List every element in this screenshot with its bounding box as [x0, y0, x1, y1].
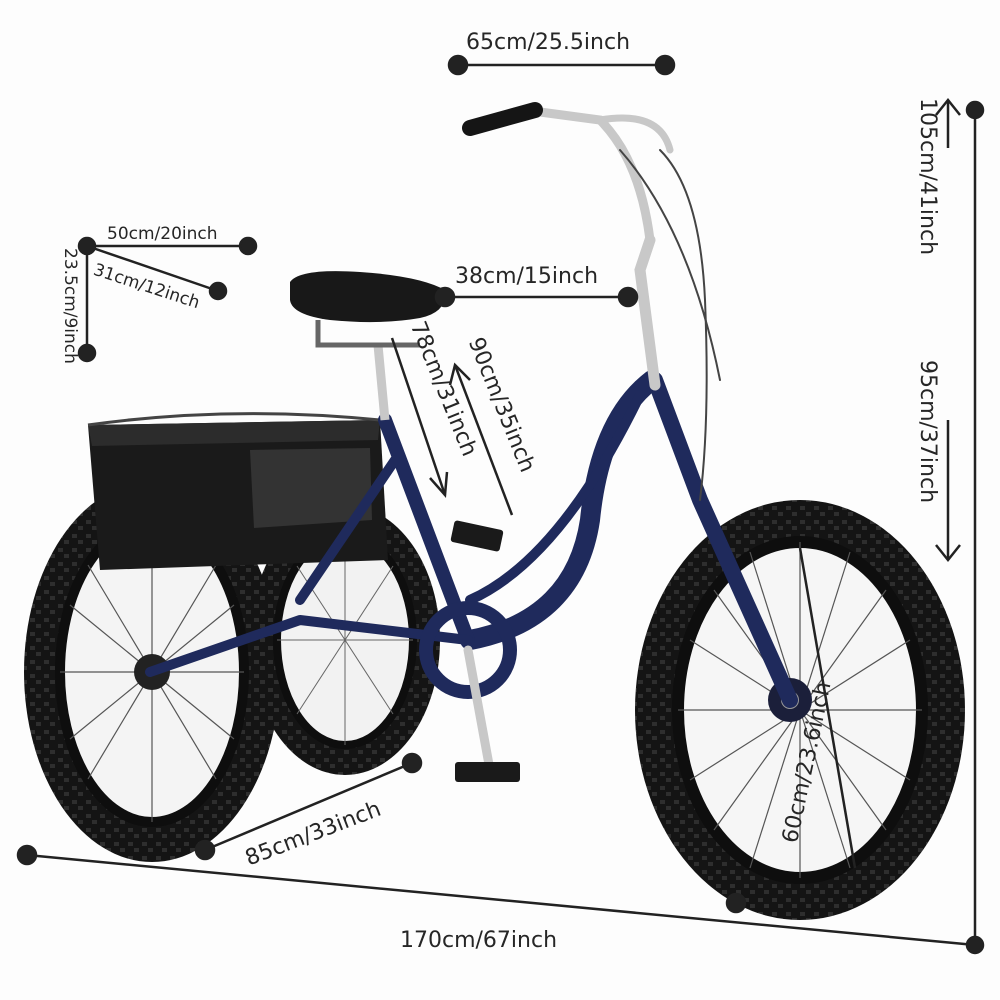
front-wheel	[635, 500, 965, 920]
handlebar-height-label: 95cm/37inch	[915, 360, 940, 504]
crank-and-pedals	[450, 520, 520, 782]
dimension-lines	[16, 54, 985, 955]
total-height-label: 105cm/41inch	[915, 98, 940, 256]
basket-height-label: 23.5cm/9inch	[60, 248, 80, 364]
handlebar-width-label: 65cm/25.5inch	[466, 30, 631, 55]
seat-to-bar-label: 38cm/15inch	[455, 264, 599, 289]
rear-basket	[87, 412, 388, 570]
handlebar	[462, 102, 721, 501]
total-length-label: 170cm/67inch	[400, 928, 558, 953]
basket-width-label: 50cm/20inch	[107, 224, 218, 244]
seat	[290, 271, 446, 421]
